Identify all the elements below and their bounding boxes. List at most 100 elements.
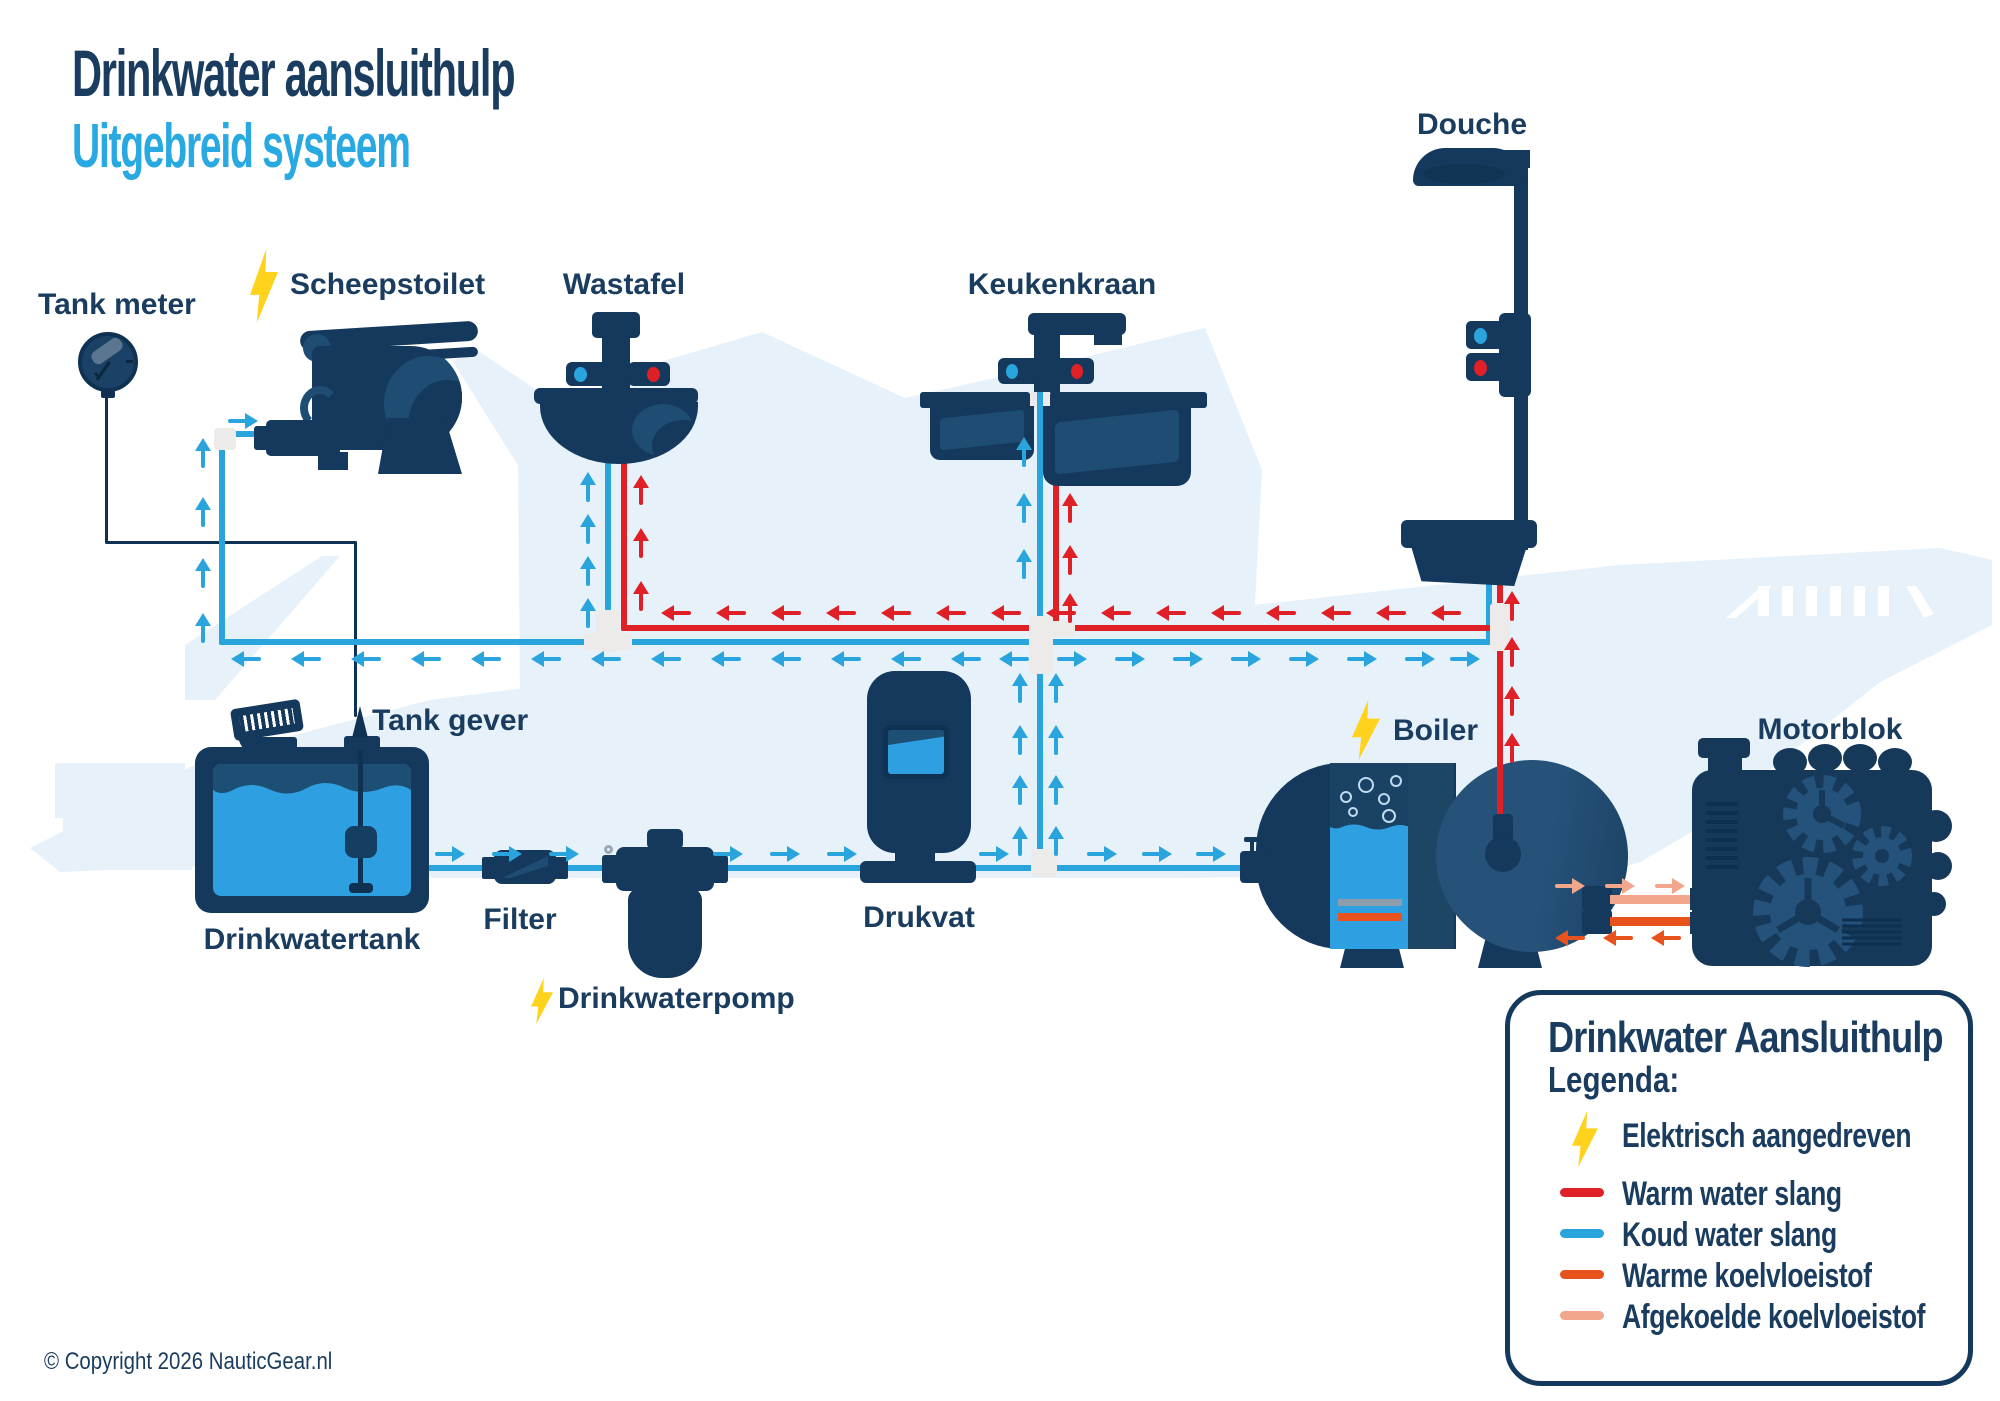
label-tank-meter: Tank meter: [38, 288, 196, 321]
flow-arrow-up: [1504, 733, 1520, 763]
flow-arrow-right: [1231, 651, 1261, 667]
label-filter: Filter: [483, 903, 557, 936]
sender-wire: [354, 541, 357, 717]
flow-arrow-up: [1048, 775, 1064, 805]
warm-water-pipe: [1053, 440, 1059, 631]
flow-arrow-right: [1057, 651, 1087, 667]
flow-arrow-right: [1173, 651, 1203, 667]
flow-arrow-up: [580, 598, 596, 628]
flow-arrow-right: [1450, 651, 1480, 667]
title-line2: Uitgebreid systeem: [72, 112, 411, 181]
flow-arrow-right: [770, 846, 800, 862]
label-motorblok: Motorblok: [1757, 713, 1903, 746]
flow-arrow-left: [716, 605, 746, 621]
flow-arrow-right: [713, 846, 743, 862]
cold-water-pipe: [219, 431, 225, 645]
flow-arrow-up: [1012, 775, 1028, 805]
lightning-icon: [250, 249, 278, 323]
cold-handle-dot: [1006, 364, 1018, 379]
label-drinkwatertank: Drinkwatertank: [203, 923, 421, 956]
flow-arrow-up: [633, 475, 649, 505]
flow-arrow-left: [826, 605, 856, 621]
pipe-junction: [1031, 849, 1057, 877]
flow-arrow-right: [1655, 878, 1685, 894]
flow-arrow-right: [1142, 846, 1172, 862]
flow-arrow-right: [228, 413, 258, 429]
flow-arrow-left: [1603, 930, 1633, 946]
flow-arrow-up: [1016, 493, 1032, 523]
flow-arrow-up: [1012, 725, 1028, 755]
flow-arrow-up: [195, 497, 211, 527]
label-tank-gever: Tank gever: [372, 704, 529, 737]
flow-arrow-up: [1504, 591, 1520, 621]
title-line1: Drinkwater aansluithulp: [72, 36, 516, 110]
gear-icon: [1783, 775, 1861, 853]
legend-item-label: Warme koelvloeistof: [1622, 1257, 1872, 1295]
flow-arrow-up: [1504, 686, 1520, 716]
flow-arrow-right: [1555, 878, 1585, 894]
cold-water-pipe: [428, 865, 1250, 871]
flow-arrow-up: [1048, 826, 1064, 856]
legend-panel: Drinkwater Aansluithulp Legenda: Elektri…: [1505, 990, 1973, 1386]
flow-arrow-left: [1651, 930, 1681, 946]
pipe-junction: [584, 633, 632, 650]
lightning-icon: [1352, 700, 1380, 760]
flow-arrow-right: [827, 846, 857, 862]
flow-arrow-up: [195, 438, 211, 468]
flow-arrow-up: [1016, 549, 1032, 579]
coolant-warm-swatch: [1560, 1270, 1604, 1279]
sender-wire: [105, 541, 357, 544]
flow-arrow-right: [492, 846, 522, 862]
flow-arrow-up: [633, 528, 649, 558]
flow-arrow-left: [1321, 605, 1351, 621]
warm-water-pipe: [621, 456, 627, 631]
flow-arrow-left: [231, 651, 261, 667]
sender-wire: [105, 388, 108, 543]
flow-arrow-up: [195, 558, 211, 588]
warm-handle-dot: [1071, 364, 1083, 379]
lightning-icon: [1572, 1111, 1598, 1167]
flow-arrow-left: [936, 605, 966, 621]
cold-handle-dot: [1474, 328, 1487, 344]
cold-water-pipe: [605, 456, 611, 645]
label-wastafel: Wastafel: [562, 268, 686, 301]
cold-water-pipe: [1486, 583, 1492, 645]
boiler-cutaway: [1330, 763, 1410, 949]
label-keukenkraan: Keukenkraan: [967, 268, 1157, 301]
flow-arrow-left: [1266, 605, 1296, 621]
flow-arrow-left: [411, 651, 441, 667]
flow-arrow-right: [1347, 651, 1377, 667]
tank-gever-rod: [358, 750, 363, 888]
warm-handle-dot: [647, 367, 660, 382]
flow-arrow-left: [831, 651, 861, 667]
flow-arrow-left: [1046, 605, 1076, 621]
flow-arrow-left: [711, 651, 741, 667]
flow-arrow-right: [435, 846, 465, 862]
label-scheepstoilet: Scheepstoilet: [290, 268, 486, 301]
flow-arrow-right: [1405, 651, 1435, 667]
label-boiler: Boiler: [1393, 714, 1479, 747]
copyright-text: © Copyright 2026 NauticGear.nl: [44, 1348, 333, 1375]
flow-arrow-up: [1016, 437, 1032, 467]
flow-arrow-left: [1156, 605, 1186, 621]
flow-arrow-left: [999, 651, 1029, 667]
flow-arrow-up: [1048, 725, 1064, 755]
flow-arrow-left: [591, 651, 621, 667]
flow-arrow-left: [951, 651, 981, 667]
shower-head-icon: [1413, 148, 1525, 186]
label-drinkwaterpomp: Drinkwaterpomp: [558, 982, 795, 1015]
flow-arrow-right: [549, 846, 579, 862]
flow-arrow-left: [1376, 605, 1406, 621]
flow-arrow-up: [1062, 593, 1078, 623]
flow-arrow-left: [661, 605, 691, 621]
cold-water-pipe: [219, 639, 1492, 645]
label-drukvat: Drukvat: [863, 901, 975, 934]
flow-arrow-left: [471, 651, 501, 667]
flow-arrow-up: [1504, 637, 1520, 667]
flow-arrow-left: [1555, 930, 1585, 946]
flow-arrow-up: [580, 472, 596, 502]
page-title: Drinkwater aansluithulp Uitgebreid syste…: [72, 36, 774, 184]
warm-water-pipe: [1497, 583, 1503, 768]
flow-arrow-right: [979, 846, 1009, 862]
